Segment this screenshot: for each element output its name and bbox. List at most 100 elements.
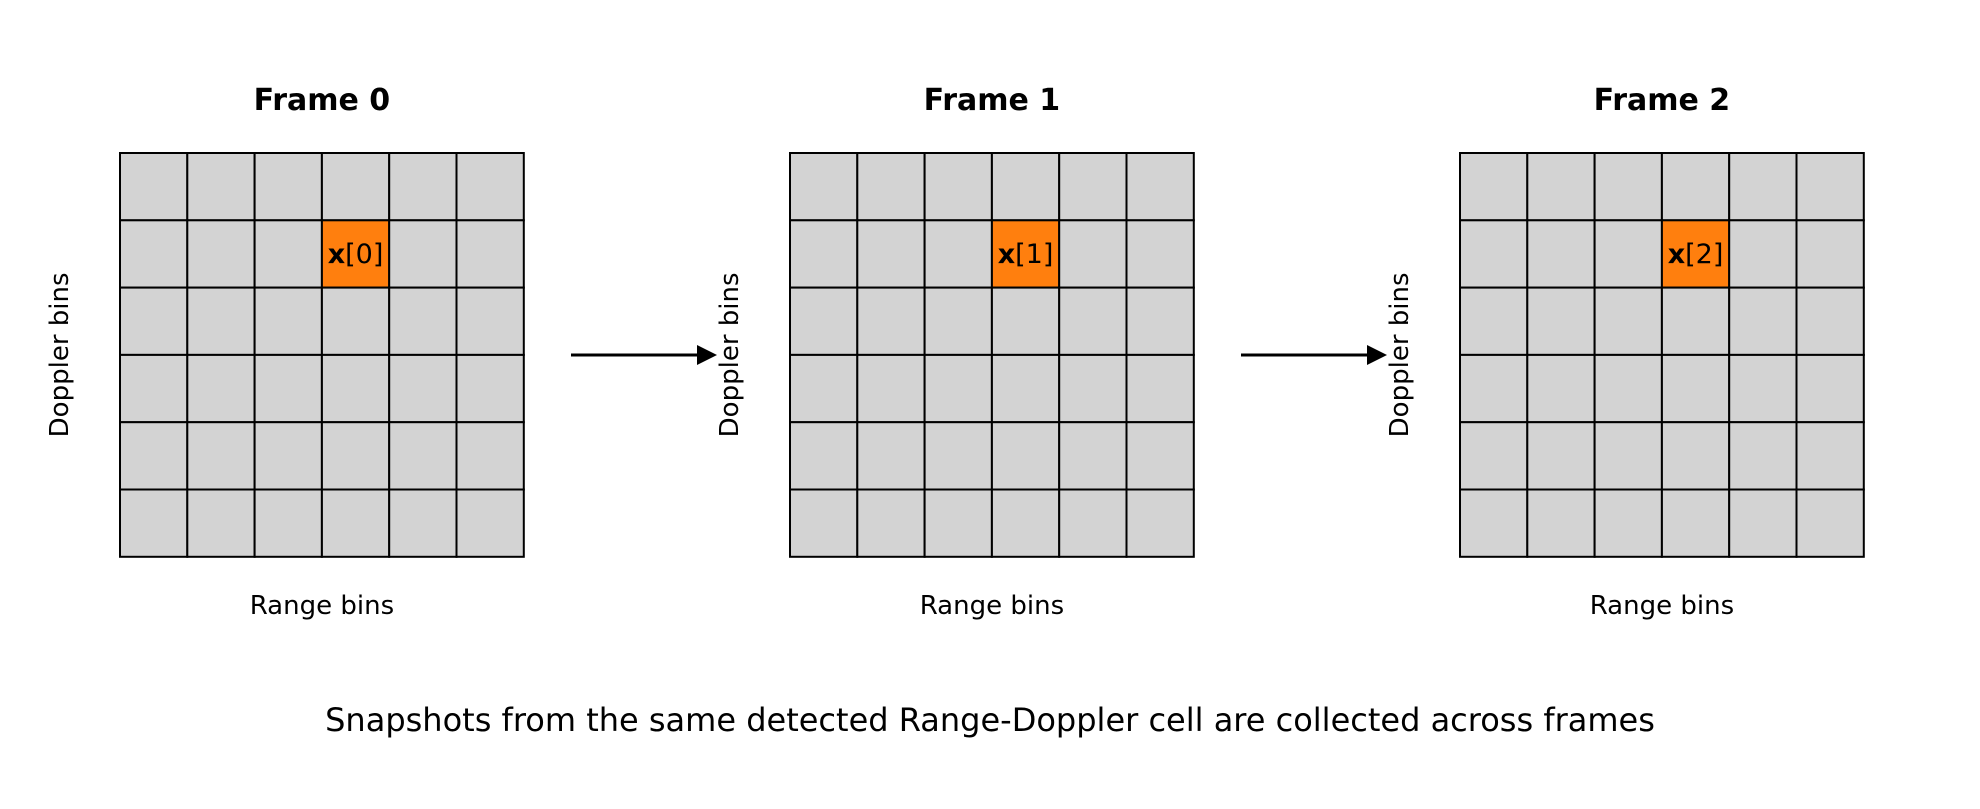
range-doppler-grid <box>1459 152 1865 558</box>
grid-cell <box>789 488 859 558</box>
grid-cell <box>388 488 458 558</box>
grid-cell <box>1459 488 1529 558</box>
frame-title: Frame 2 <box>1594 83 1731 118</box>
y-axis-label: Doppler bins <box>1385 272 1415 437</box>
grid-cell <box>1728 152 1798 222</box>
grid-cell <box>1795 219 1865 289</box>
grid-cell <box>455 421 525 491</box>
snapshot-symbol: x <box>328 239 345 270</box>
grid-cell <box>923 219 993 289</box>
grid-cell <box>1660 353 1731 424</box>
frame-panel-1: Frame 1 x[1] Range bins Doppler bins <box>715 83 1195 621</box>
grid-cell <box>1058 286 1128 356</box>
highlighted-cell <box>990 219 1061 289</box>
snapshot-symbol: x <box>998 239 1015 270</box>
grid-cell <box>1728 421 1798 491</box>
grid-cell <box>253 488 323 558</box>
grid-cell <box>119 286 189 356</box>
grid-cell <box>1660 152 1731 222</box>
grid-cell <box>1593 421 1663 491</box>
grid-cell <box>789 421 859 491</box>
grid-cell <box>1660 421 1731 491</box>
grid-cell <box>320 286 391 356</box>
grid-cell <box>1058 353 1128 424</box>
grid-cell <box>789 286 859 356</box>
grid-cell <box>856 421 926 491</box>
snapshot-index: [0] <box>345 239 383 270</box>
grid-cell <box>1125 219 1195 289</box>
grid-cell <box>388 152 458 222</box>
grid-cell <box>253 219 323 289</box>
grid-cell <box>1526 152 1596 222</box>
grid-cell <box>1526 488 1596 558</box>
grid-cell <box>923 286 993 356</box>
grid-cell <box>1526 353 1596 424</box>
y-axis-label: Doppler bins <box>715 272 745 437</box>
grid-cell <box>1593 286 1663 356</box>
grid-cell <box>119 219 189 289</box>
grid-cell <box>1795 421 1865 491</box>
grid-cell <box>320 353 391 424</box>
arrows-layer <box>571 345 1387 365</box>
grid-cell <box>1459 152 1529 222</box>
grid-cell <box>253 353 323 424</box>
arrow-head <box>1367 345 1387 365</box>
grid-cell <box>923 421 993 491</box>
grid-cell <box>1593 488 1663 558</box>
grid-cell <box>119 421 189 491</box>
snapshot-index: [2] <box>1685 239 1723 270</box>
grid-cell <box>789 152 859 222</box>
grid-cell <box>186 152 256 222</box>
grid-cell <box>856 353 926 424</box>
grid-cell <box>1593 353 1663 424</box>
grid-cell <box>990 421 1061 491</box>
grid-cell <box>990 286 1061 356</box>
grid-cell <box>1526 421 1596 491</box>
grid-cell <box>455 219 525 289</box>
grid-cell <box>253 421 323 491</box>
snapshot-symbol: x <box>1668 239 1685 270</box>
range-doppler-grid <box>789 152 1195 558</box>
grid-cell <box>1459 286 1529 356</box>
grid-cell <box>789 353 859 424</box>
grid-cell <box>1125 488 1195 558</box>
grid-cell <box>856 286 926 356</box>
right-arrow-icon <box>571 345 717 365</box>
grid-cell <box>856 488 926 558</box>
highlighted-cell <box>320 219 391 289</box>
grid-cell <box>1660 488 1731 558</box>
grid-cell <box>990 152 1061 222</box>
frame-title: Frame 0 <box>254 83 391 118</box>
grid-cell <box>186 488 256 558</box>
grid-cell <box>923 152 993 222</box>
grid-cell <box>455 488 525 558</box>
diagram-caption: Snapshots from the same detected Range-D… <box>325 701 1655 739</box>
grid-cell <box>119 353 189 424</box>
arrow-head <box>697 345 717 365</box>
frame-title: Frame 1 <box>924 83 1061 118</box>
grid-cell <box>388 421 458 491</box>
snapshot-label: x[1] <box>998 239 1054 270</box>
snapshot-label: x[2] <box>1668 239 1724 270</box>
grid-cell <box>388 286 458 356</box>
grid-cell <box>856 219 926 289</box>
grid-cell <box>1795 152 1865 222</box>
grid-cell <box>1795 286 1865 356</box>
grid-cell <box>1125 286 1195 356</box>
grid-cell <box>320 488 391 558</box>
grid-cell <box>990 353 1061 424</box>
grid-cell <box>923 488 993 558</box>
grid-cell <box>1459 421 1529 491</box>
grid-cell <box>455 152 525 222</box>
grid-cell <box>1526 219 1596 289</box>
range-doppler-grid <box>119 152 525 558</box>
grid-cell <box>1795 353 1865 424</box>
grid-cell <box>1125 152 1195 222</box>
x-axis-label: Range bins <box>250 591 394 621</box>
grid-cell <box>119 152 189 222</box>
x-axis-label: Range bins <box>920 591 1064 621</box>
grid-cell <box>1459 219 1529 289</box>
grid-cell <box>320 152 391 222</box>
grid-cell <box>253 286 323 356</box>
